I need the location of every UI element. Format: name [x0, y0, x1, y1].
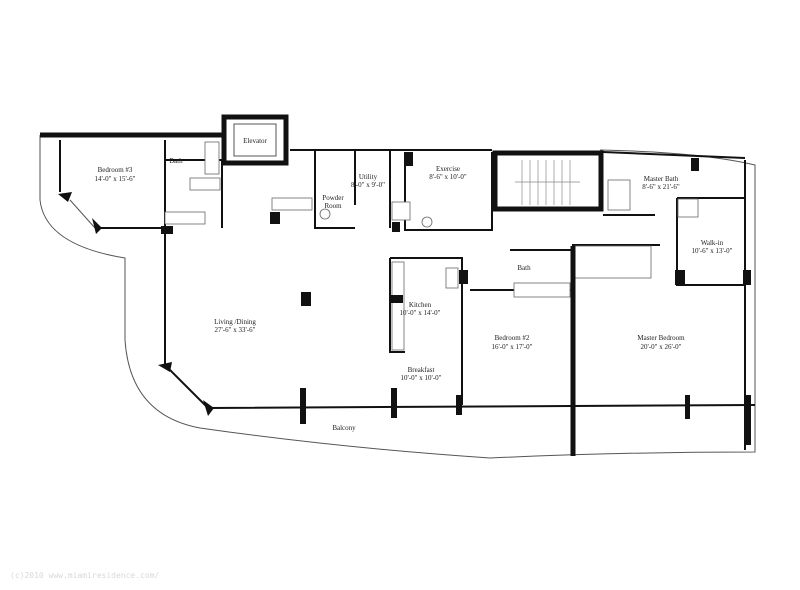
bedroom3-size: 14'-0" x 15'-6"	[95, 175, 136, 183]
exercise-label: Exercise	[436, 165, 460, 173]
master-bath-label: Master Bath	[644, 175, 679, 183]
kitchen-label: Kitchen	[409, 301, 432, 309]
master-bedroom-label: Master Bedroom	[637, 334, 685, 342]
toilet	[421, 216, 433, 228]
powder-label: Powder	[322, 194, 344, 202]
column	[158, 362, 214, 416]
bathtub	[204, 141, 220, 175]
bathtub	[607, 179, 631, 211]
column	[392, 222, 400, 232]
wall	[602, 151, 746, 450]
utility-label: Utility	[359, 173, 378, 181]
columns	[300, 388, 751, 445]
living-size: 27'-6" x 33'-6"	[215, 326, 256, 334]
exercise-size: 8'-6" x 10'-0"	[429, 173, 467, 181]
walkin-size: 10'-6" x 13'-0"	[692, 247, 733, 255]
column	[404, 152, 413, 166]
toilet	[319, 208, 331, 220]
bath3-label: Bath	[169, 157, 183, 165]
walkin-label: Walk-in	[701, 239, 724, 247]
balcony-outline	[39, 135, 756, 459]
breakfast-label: Breakfast	[408, 366, 435, 374]
closet	[189, 177, 221, 191]
copyright-text: (c)2010 www.miamiresidence.com/	[10, 571, 160, 580]
living-label: Living /Dining	[214, 318, 256, 326]
column	[161, 226, 173, 234]
wall	[59, 140, 223, 229]
column	[675, 270, 685, 285]
column	[270, 212, 280, 224]
powder-label-2: Room	[324, 202, 342, 210]
window	[69, 199, 96, 229]
master-bath-size: 8'-6" x 21'-6"	[642, 183, 680, 191]
balcony-label: Balcony	[332, 424, 356, 432]
column	[391, 295, 403, 303]
closet	[513, 282, 571, 298]
shower	[677, 198, 699, 218]
bath2-label: Bath	[517, 264, 531, 272]
bedroom3-label: Bedroom #3	[98, 166, 133, 174]
room-labels: Bedroom #3 14'-0" x 15'-6" Bath Elevator…	[95, 137, 733, 432]
elevator-shaft	[221, 114, 289, 166]
closet	[574, 245, 652, 279]
column	[58, 192, 102, 234]
elevator-label: Elevator	[243, 137, 267, 145]
wall	[164, 234, 756, 410]
stairwell	[492, 150, 604, 212]
bedroom2-label: Bedroom #2	[495, 334, 530, 342]
stairs	[515, 160, 580, 205]
master-bedroom-size: 20'-0" x 26'-0"	[641, 343, 682, 351]
column	[301, 292, 311, 306]
elevator-car	[233, 123, 277, 157]
closet	[164, 211, 206, 225]
wall	[290, 149, 493, 231]
kitchen-size: 10'-0" x 14'-0"	[400, 309, 441, 317]
closet	[271, 197, 313, 211]
counter	[391, 261, 405, 351]
breakfast-size: 10'-0" x 10'-0"	[401, 374, 442, 382]
bedroom2-size: 16'-0" x 17'-0"	[492, 343, 533, 351]
column	[743, 270, 751, 285]
column	[459, 270, 468, 284]
utility-size: 8'-0" x 9'-0"	[351, 181, 385, 189]
shower	[391, 201, 411, 221]
stove	[445, 267, 459, 289]
column	[691, 158, 699, 171]
